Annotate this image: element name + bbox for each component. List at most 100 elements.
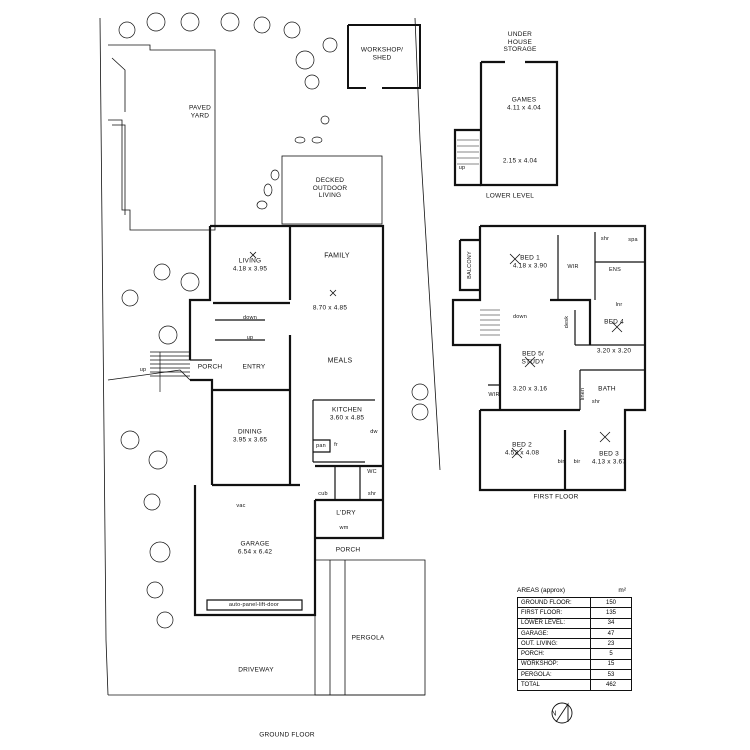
bath-label: BATH [598, 385, 616, 393]
areas-row: FIRST FLOOR:135 [517, 607, 632, 619]
ground-floor-inner-walls [190, 319, 375, 611]
bed5-dimension: 3.20 x 3.16 [512, 385, 548, 393]
stepping-stones [256, 115, 330, 210]
bir3-label: bir [573, 458, 581, 465]
ground-floor-walls [188, 224, 385, 617]
pantry-label: pan [316, 442, 326, 449]
first-floor-stairs [480, 309, 500, 336]
games-label: GAMES 4.11 x 4.04 [507, 96, 541, 112]
wir1-label: WIR [567, 263, 579, 270]
bed3-label: BED 3 4.13 x 3.67 [591, 450, 627, 466]
area-label: GARAGE: [517, 627, 591, 640]
north-arrow [551, 702, 573, 724]
front-porch-label: PORCH [197, 363, 223, 371]
lower-up-label: up [458, 164, 466, 171]
living-label: LIVING 4.18 x 3.95 [232, 257, 268, 273]
pergola-label: PERGOLA [351, 634, 385, 642]
wc-label: WC [367, 468, 377, 475]
pergola-outline [107, 369, 426, 696]
areas-row: OUT. LIVING:23 [517, 638, 632, 650]
trees [118, 12, 429, 629]
desk-label: desk [563, 315, 570, 329]
workshop-label: WORKSHOP/ SHED [360, 46, 404, 62]
area-value: 53 [590, 669, 632, 681]
areas-row: GROUND FLOOR:150 [517, 596, 632, 609]
dining-label: DINING 3.95 x 3.65 [232, 428, 268, 444]
bed1-label: BED 1 4.18 x 3.90 [512, 254, 548, 270]
fridge-label: fr [334, 441, 338, 448]
ensuite-label: ENS [609, 266, 621, 273]
areas-row: LOWER LEVEL:34 [517, 617, 632, 629]
area-label: FIRST FLOOR: [517, 607, 591, 619]
bed2-label: BED 2 4.52 x 4.08 [504, 441, 540, 457]
laundry-label: L'DRY [336, 509, 356, 517]
spa-label: spa [628, 236, 638, 243]
area-value: 23 [590, 638, 632, 650]
lower-level-walls [453, 60, 559, 187]
bath-shower-label: shr [591, 398, 601, 405]
area-label: OUT. LIVING: [517, 638, 591, 650]
areas-row: GARAGE:47 [517, 627, 632, 640]
garage-door-label: auto-panel-lift-door [228, 601, 280, 608]
cupboard-label: cub [318, 490, 328, 497]
area-value: 5 [590, 648, 632, 660]
area-label: WORKSHOP: [517, 658, 591, 671]
area-value: 47 [590, 627, 632, 640]
paved-yard-outline [108, 44, 216, 231]
areas-row: WORKSHOP:15 [517, 658, 632, 671]
family-dimension: 8.70 x 4.85 [312, 304, 348, 312]
washing-machine-label: wm [339, 524, 349, 531]
porch-up-label: up [139, 366, 147, 373]
family-label: FAMILY [324, 252, 350, 260]
bed4-dimension: 3.20 x 3.20 [596, 347, 632, 355]
lower-dimension: 2.15 x 4.04 [502, 157, 538, 165]
ground-up-stair-label: up [246, 334, 254, 341]
area-label: TOTAL [517, 679, 591, 691]
lower-stairs [457, 139, 479, 165]
rear-porch-label: PORCH [335, 546, 361, 554]
area-label: LOWER LEVEL: [517, 617, 591, 629]
area-value: 15 [590, 658, 632, 671]
entry-label: ENTRY [242, 363, 266, 371]
first-down-stair-label: down [513, 313, 527, 320]
ensuite-shower-label: shr [600, 235, 610, 242]
balcony-label: BALCONY [466, 251, 473, 279]
area-value: 135 [590, 607, 632, 619]
light-fittings [249, 251, 623, 459]
linen-label: linen [579, 387, 586, 401]
workshop-walls [347, 24, 421, 89]
paved-yard-label: PAVED YARD [188, 104, 212, 120]
area-value: 462 [590, 679, 632, 691]
linen1-label: lnr [615, 301, 623, 308]
bed5-label: BED 5/ STUDY [521, 350, 545, 366]
first-floor-inner-walls [488, 232, 645, 410]
lower-level-title: LOWER LEVEL [485, 192, 535, 200]
site-boundary [99, 17, 441, 696]
area-label: PORCH: [517, 648, 591, 660]
ground-shower-label: shr [367, 490, 377, 497]
areas-row: PORCH:5 [517, 648, 632, 660]
north-label: N [551, 710, 557, 718]
decked-outdoor-living-label: DECKED OUTDOOR LIVING [312, 176, 348, 199]
area-value: 34 [590, 617, 632, 629]
area-label: PERGOLA: [517, 669, 591, 681]
dishwasher-label: dw [370, 428, 378, 435]
areas-header: AREAS (approx) m² [517, 587, 632, 597]
garage-label: GARAGE 6.54 x 6.42 [237, 540, 273, 556]
under-house-storage-label: UNDER HOUSE STORAGE [503, 30, 537, 53]
meals-label: MEALS [327, 357, 353, 365]
porch-steps [150, 351, 190, 392]
ground-floor-title: GROUND FLOOR [259, 731, 315, 739]
ground-down-stair-label: down [243, 314, 257, 321]
kitchen-label: KITCHEN 3.60 x 4.85 [329, 406, 365, 422]
area-value: 150 [590, 596, 632, 609]
areas-title: AREAS (approx) [517, 587, 566, 594]
wir5-label: WIR [488, 391, 500, 398]
bed4-label: BED 4 [604, 318, 624, 326]
areas-row: PERGOLA:53 [517, 669, 632, 681]
first-floor-title: FIRST FLOOR [533, 493, 579, 501]
